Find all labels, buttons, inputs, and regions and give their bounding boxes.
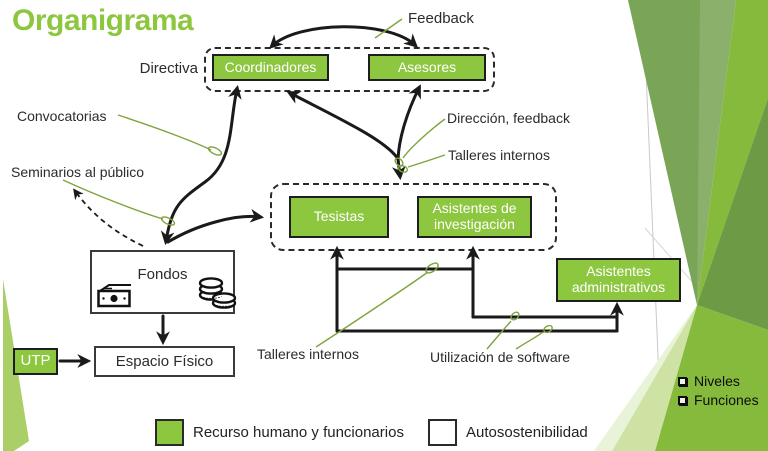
legend-swatch-green (155, 419, 184, 446)
fondos-label: Fondos (137, 266, 188, 283)
legend-item-recurso-humano: Recurso humano y funcionarios (155, 419, 404, 446)
node-coordinadores: Coordinadores (212, 54, 329, 81)
label-feedback: Feedback (408, 10, 474, 27)
legend-swatch-white (428, 419, 457, 446)
checkbox-bullet-icon (678, 395, 687, 405)
node-utp: UTP (13, 348, 58, 375)
legend-item-autosostenibilidad: Autosostenibilidad (428, 419, 588, 446)
side-item-label: Niveles (694, 373, 740, 389)
checkbox-bullet-icon (678, 376, 687, 386)
side-bullet-list: Niveles Funciones (678, 373, 759, 411)
side-item-niveles: Niveles (678, 373, 759, 389)
banknote-icon (97, 284, 131, 308)
label-talleres-internos-superior: Talleres internos (448, 147, 550, 163)
label-convocatorias: Convocatorias (17, 108, 107, 124)
side-item-label: Funciones (694, 392, 759, 408)
node-asesores: Asesores (368, 54, 486, 81)
label-seminarios-publico: Seminarios al público (11, 164, 145, 180)
node-espacio-fisico: Espacio Físico (94, 346, 235, 377)
node-asistentes-administrativos: Asistentes administrativos (556, 258, 681, 302)
legend-label: Autosostenibilidad (466, 424, 588, 441)
side-item-funciones: Funciones (678, 392, 759, 408)
node-tesistas: Tesistas (289, 196, 389, 238)
node-asistentes-investigacion: Asistentes de investigación (417, 196, 532, 238)
label-direccion-feedback: Dirección, feedback (447, 110, 570, 126)
page-title: Organigrama (12, 4, 194, 37)
label-directiva: Directiva (139, 60, 198, 77)
label-utilizacion-software: Utilización de software (430, 349, 571, 365)
coins-icon (198, 277, 237, 309)
equipo-group-frame (270, 183, 557, 251)
legend-label: Recurso humano y funcionarios (193, 424, 404, 441)
label-talleres-internos-inferior: Talleres internos (257, 346, 359, 362)
